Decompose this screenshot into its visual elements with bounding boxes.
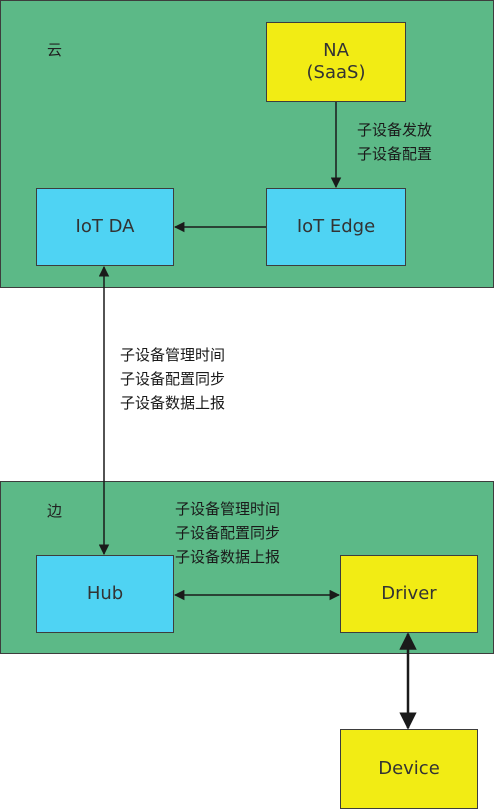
device-node: Device: [340, 729, 478, 809]
hub-label: Hub: [86, 582, 124, 604]
annotation-line: 子设备配置: [357, 145, 433, 163]
na-to-edge-annotation: 子设备发放 子设备配置: [357, 118, 432, 166]
annotation-line: 子设备管理时间: [175, 500, 281, 518]
device-label: Device: [378, 757, 440, 779]
annotation-line: 子设备数据上报: [175, 548, 281, 566]
annotation-line: 子设备配置同步: [175, 524, 281, 542]
annotation-line: 子设备管理时间: [120, 346, 226, 364]
iot-da-label: IoT DA: [75, 215, 135, 237]
annotation-line: 子设备配置同步: [120, 370, 226, 388]
cloud-region-label: 云: [47, 41, 63, 59]
hub-driver-annotation: 子设备管理时间 子设备配置同步 子设备数据上报: [175, 497, 280, 569]
hub-node: Hub: [36, 555, 174, 633]
annotation-line: 子设备数据上报: [120, 394, 226, 412]
na-saas-label: NA (SaaS): [306, 39, 366, 84]
edge-region-label: 边: [47, 502, 63, 520]
da-hub-annotation: 子设备管理时间 子设备配置同步 子设备数据上报: [120, 343, 225, 415]
na-saas-node: NA (SaaS): [266, 22, 406, 102]
annotation-line: 子设备发放: [357, 121, 433, 139]
driver-label: Driver: [381, 582, 437, 604]
iot-edge-node: IoT Edge: [266, 188, 406, 266]
iot-edge-label: IoT Edge: [296, 215, 376, 237]
iot-da-node: IoT DA: [36, 188, 174, 266]
